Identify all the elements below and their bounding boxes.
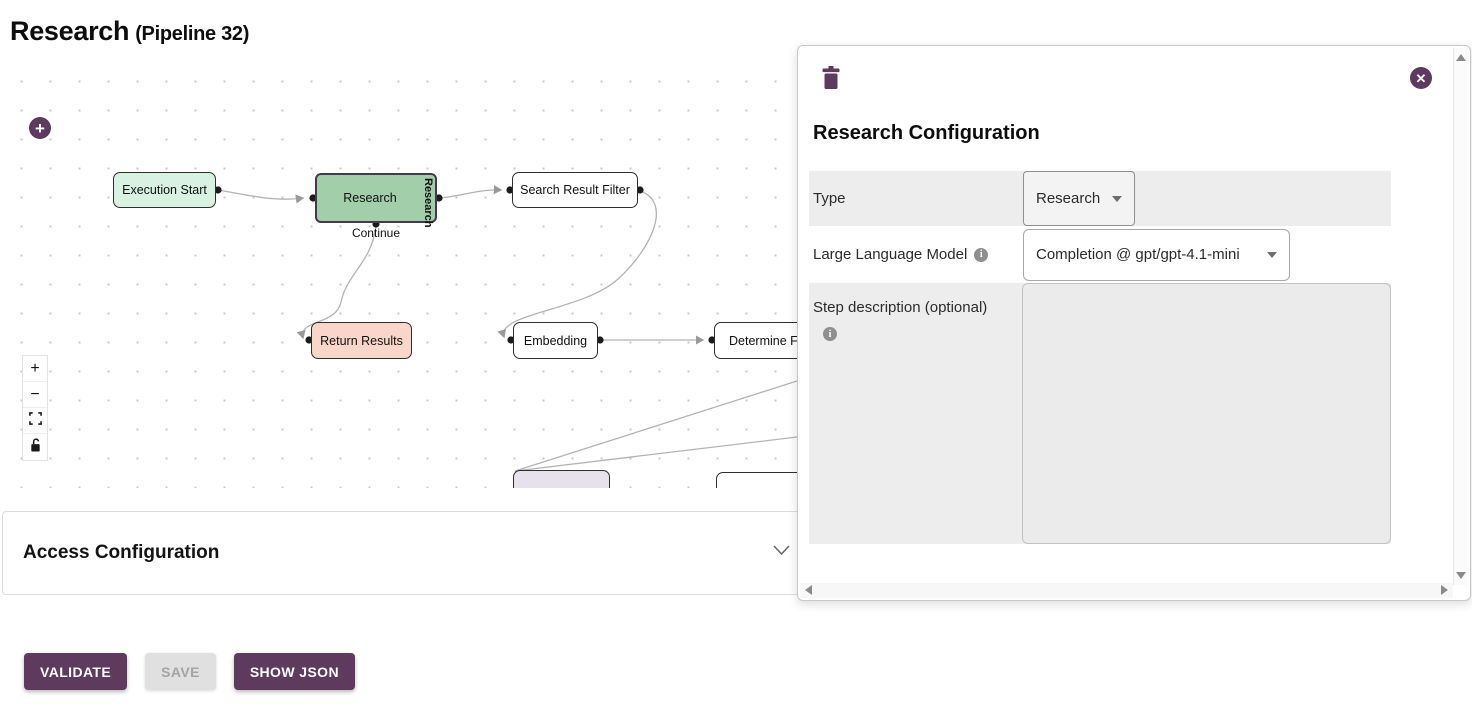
save-button[interactable]: SAVE [145, 653, 216, 690]
node-return-results[interactable]: Return Results [311, 322, 412, 359]
validate-button[interactable]: VALIDATE [24, 653, 128, 690]
node-research[interactable]: Research Research [315, 173, 437, 228]
panel-horizontal-scrollbar[interactable] [800, 583, 1453, 598]
node-label: Return Results [320, 333, 403, 348]
caret-down-icon [1112, 195, 1122, 202]
research-configuration-panel: ✕ Research Configuration Type Research L… [797, 45, 1471, 601]
unlock-icon [29, 437, 42, 457]
llm-label: Large Language Model i [809, 226, 1023, 283]
node-search-result-filter[interactable]: Search Result Filter [512, 172, 638, 208]
zoom-out-button[interactable]: − [23, 382, 47, 408]
show-json-button[interactable]: SHOW JSON [233, 653, 355, 690]
close-panel-button[interactable]: ✕ [1410, 67, 1432, 89]
node-label: Determine F [729, 333, 797, 348]
node-label: Search Result Filter [520, 183, 630, 197]
edge-diagonal-1 [514, 380, 797, 472]
info-icon[interactable]: i [974, 247, 989, 262]
access-configuration-title: Access Configuration [23, 542, 220, 563]
description-row: Step description (optional) i [809, 283, 1391, 544]
scroll-down-icon[interactable] [1456, 572, 1466, 579]
continue-output-label: Continue [351, 226, 401, 240]
node-determine[interactable]: Determine F [714, 322, 797, 359]
panel-title: Research Configuration [813, 122, 1040, 144]
type-row: Type Research [809, 171, 1391, 226]
scroll-up-icon[interactable] [1456, 54, 1466, 61]
edge-start-research [217, 189, 305, 204]
footer-actions: VALIDATE SAVE SHOW JSON [24, 653, 355, 690]
scroll-left-icon[interactable] [805, 585, 812, 595]
fit-view-icon [28, 411, 42, 430]
lock-toggle-button[interactable] [23, 434, 47, 460]
node-embedding[interactable]: Embedding [513, 322, 598, 359]
llm-label-text: Large Language Model [813, 246, 968, 263]
llm-select[interactable]: Completion @ gpt/gpt-4.1-mini [1023, 228, 1290, 281]
node-label: Research [343, 191, 397, 205]
zoom-in-button[interactable]: + [23, 356, 47, 382]
chevron-down-icon[interactable] [773, 543, 790, 561]
delete-step-button[interactable] [822, 66, 842, 90]
description-label-text: Step description (optional) [813, 299, 988, 316]
page-title: Research(Pipeline 32) [10, 16, 249, 47]
edge-diagonal-2 [514, 436, 797, 472]
info-icon[interactable]: i [823, 327, 837, 342]
type-select-value: Research [1036, 190, 1101, 207]
panel-vertical-scrollbar[interactable] [1453, 48, 1468, 585]
edge-filter-embedding [497, 190, 657, 339]
trash-icon [822, 66, 840, 94]
type-label: Type [813, 190, 846, 207]
node-cutoff-left[interactable] [513, 470, 610, 488]
llm-select-value: Completion @ gpt/gpt-4.1-mini [1036, 246, 1240, 263]
add-node-button[interactable]: + [29, 117, 51, 139]
step-description-textarea[interactable] [1022, 283, 1391, 544]
edge-research-filter [439, 185, 503, 199]
description-label: Step description (optional) i [809, 283, 1022, 544]
llm-row: Large Language Model i Completion @ gpt/… [809, 226, 1391, 283]
node-label: Embedding [523, 333, 588, 348]
configuration-form: Type Research Large Language Model i Com… [809, 171, 1391, 544]
scroll-right-icon[interactable] [1441, 585, 1448, 595]
node-side-label: Research [422, 178, 434, 228]
node-execution-start[interactable]: Execution Start [113, 172, 216, 208]
type-select[interactable]: Research [1023, 171, 1135, 226]
close-icon: ✕ [1415, 70, 1427, 86]
node-cutoff-right[interactable] [716, 472, 797, 488]
edge-layer [214, 185, 797, 472]
caret-down-icon [1267, 251, 1277, 258]
pipeline-name: Research [10, 16, 130, 46]
fit-view-button[interactable] [23, 408, 47, 434]
node-label: Execution Start [122, 183, 207, 197]
pipeline-id: (Pipeline 32) [135, 23, 250, 45]
canvas-zoom-controls: + − [22, 355, 48, 461]
pipeline-canvas[interactable]: + Execution Start Research Research Cont… [0, 55, 797, 488]
